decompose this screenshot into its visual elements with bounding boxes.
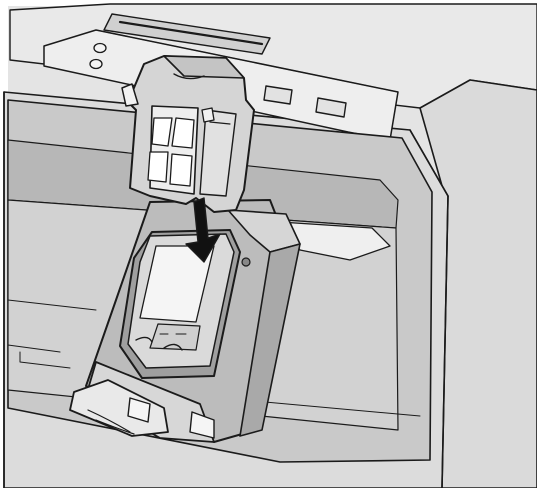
control-buttons — [263, 85, 347, 118]
output-slot — [103, 13, 271, 55]
down-arrow-icon — [185, 197, 221, 263]
insertion-arrow — [185, 197, 221, 263]
indicator-leds — [89, 42, 107, 70]
carrier-lid — [121, 55, 255, 213]
frame-edges — [3, 91, 449, 488]
ink-cartridge — [119, 229, 241, 379]
